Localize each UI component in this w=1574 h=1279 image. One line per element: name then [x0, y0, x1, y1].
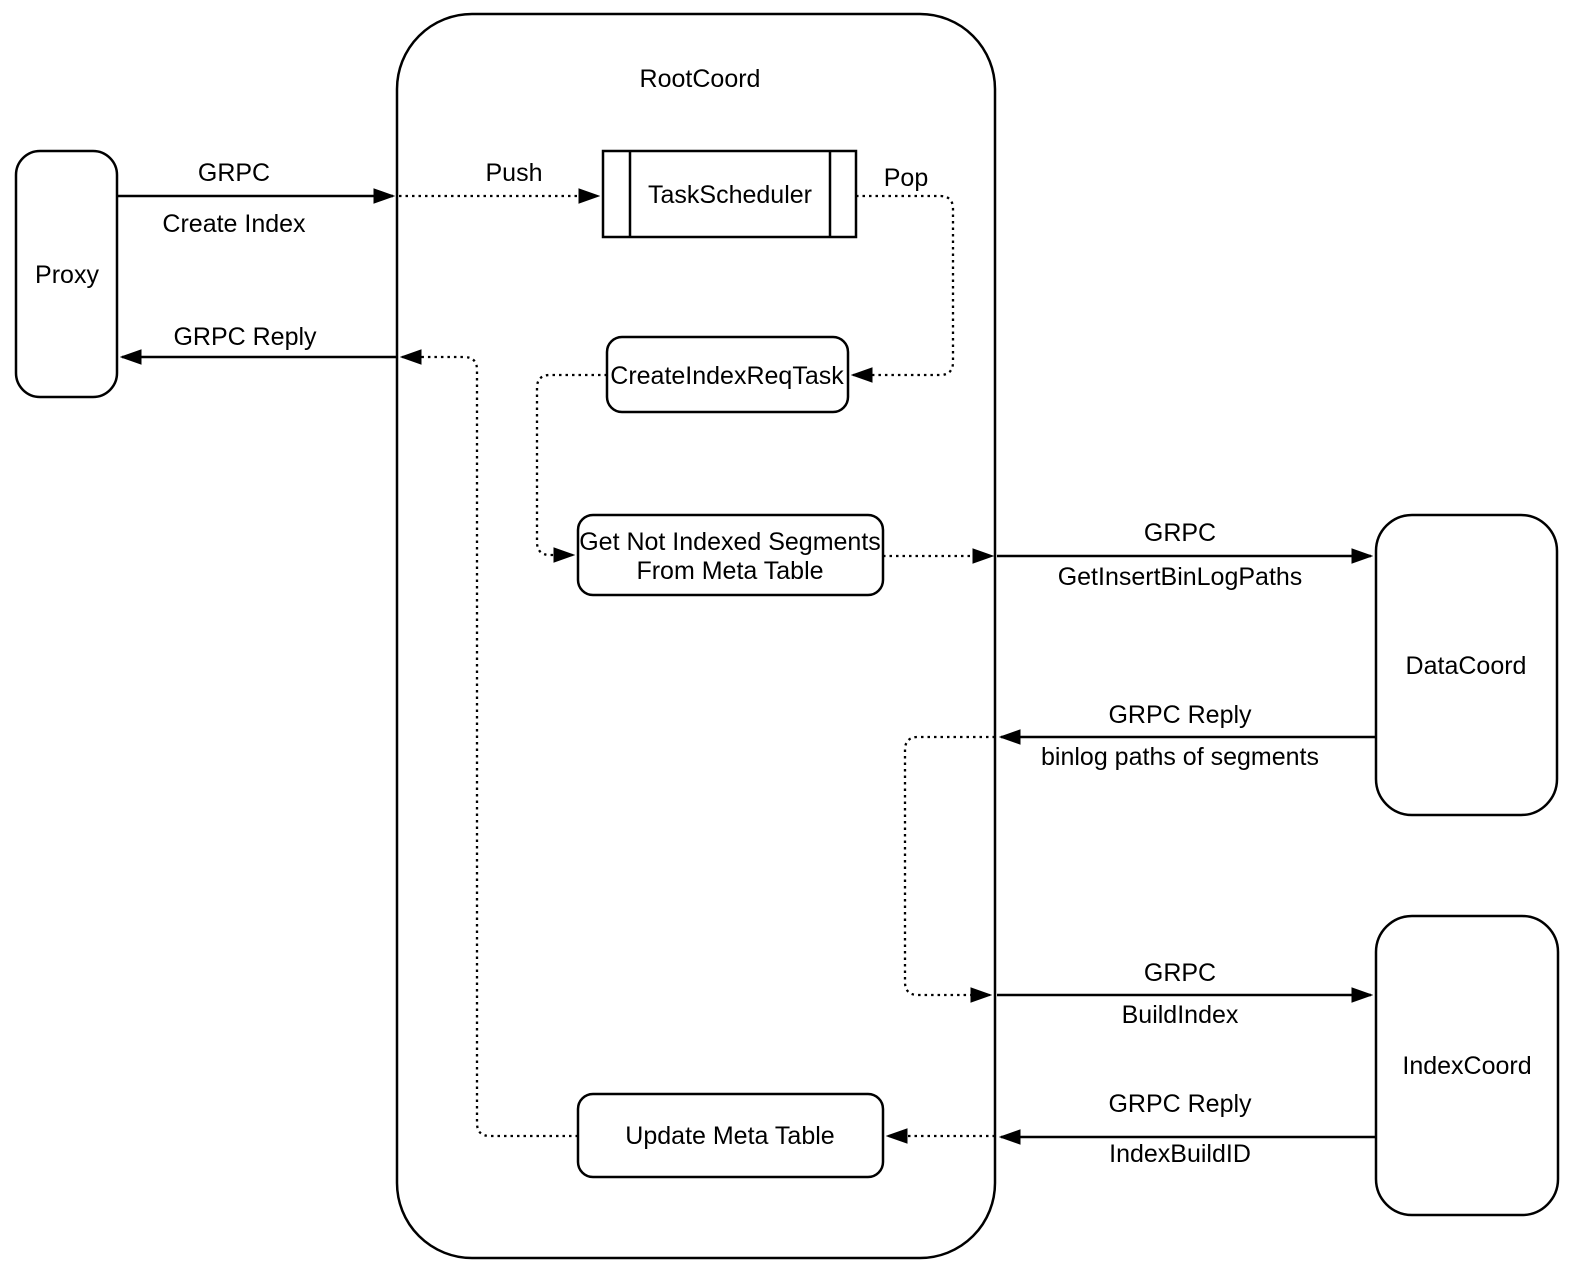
indexcoord-label: IndexCoord	[1402, 1052, 1531, 1080]
get-not-indexed-label-line1: Get Not Indexed Segments	[579, 528, 881, 556]
indexcoord-node	[1374, 914, 1560, 1217]
get-insert-binlog-protocol-label: GRPC	[1144, 519, 1216, 547]
create-index-req-task-label: CreateIndexReqTask	[610, 362, 844, 390]
create-index-method-label: Create Index	[162, 210, 306, 238]
datacoord-node	[1374, 513, 1559, 817]
grpc-reply-proxy-label: GRPC Reply	[173, 323, 317, 351]
build-index-protocol-label: GRPC	[1144, 959, 1216, 987]
rootcoord-container	[395, 12, 997, 1260]
datacoord-label: DataCoord	[1406, 652, 1527, 680]
get-not-indexed-label-line2: From Meta Table	[636, 557, 823, 585]
index-build-id-protocol-label: GRPC Reply	[1108, 1090, 1252, 1118]
proxy-label: Proxy	[35, 261, 99, 289]
update-meta-table-label: Update Meta Table	[625, 1122, 834, 1150]
taskscheduler-node	[601, 149, 858, 239]
build-index-method-label: BuildIndex	[1122, 1001, 1239, 1029]
get-insert-binlog-method-label: GetInsertBinLogPaths	[1058, 563, 1303, 591]
proxy-node	[14, 149, 119, 399]
index-build-id-method-label: IndexBuildID	[1109, 1140, 1251, 1168]
taskscheduler-label: TaskScheduler	[648, 181, 812, 209]
binlog-reply-method-label: binlog paths of segments	[1041, 743, 1319, 771]
pop-arrow	[853, 194, 955, 375]
create-index-protocol-label: GRPC	[198, 159, 270, 187]
rootcoord-label: RootCoord	[640, 65, 761, 93]
update-meta-to-reply-elbow	[402, 357, 578, 1138]
reply-to-buildindex-elbow	[903, 735, 995, 995]
task-to-segments-arrow	[535, 373, 607, 555]
push-label: Push	[486, 159, 543, 187]
binlog-reply-protocol-label: GRPC Reply	[1108, 701, 1252, 729]
pop-label: Pop	[884, 164, 928, 192]
